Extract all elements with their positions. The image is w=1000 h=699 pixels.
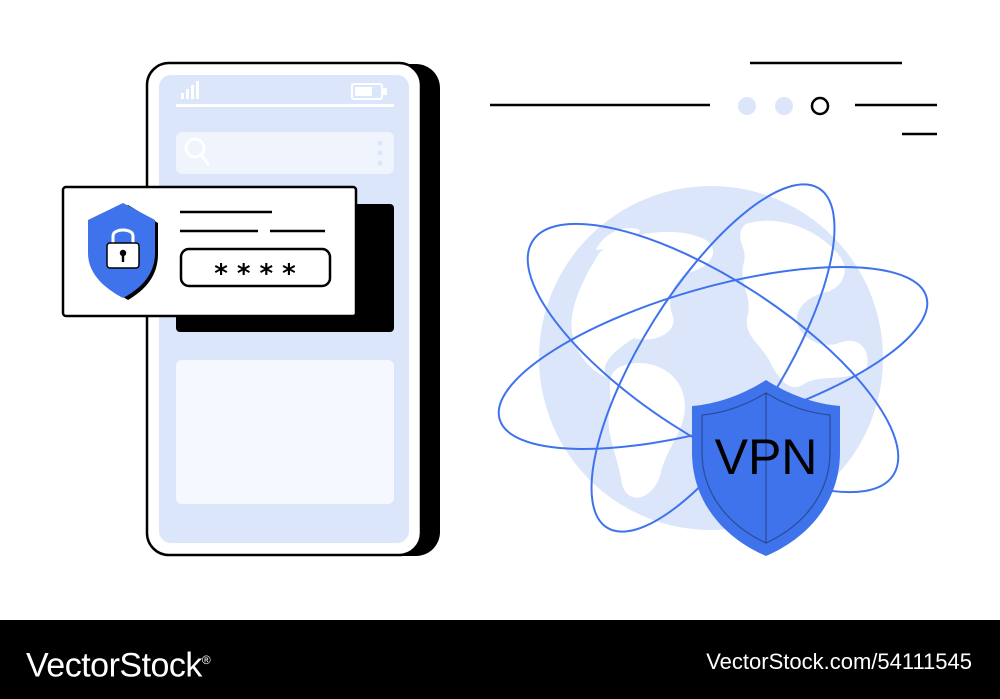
lock-icon <box>106 228 140 269</box>
search-icon <box>184 137 210 166</box>
more-vert-icon[interactable] <box>377 140 383 166</box>
stock-image-id: VectorStock.com/54111545 <box>706 649 972 674</box>
password-field[interactable] <box>179 247 332 288</box>
password-mask: * * * * <box>214 259 296 289</box>
content-card-light <box>176 360 394 504</box>
decorative-lines <box>490 61 937 136</box>
signal-icon <box>181 81 199 99</box>
status-divider <box>176 104 394 107</box>
battery-icon <box>351 83 387 100</box>
registered-mark: ® <box>201 653 211 667</box>
vpn-shield-icon: VPN <box>692 380 840 556</box>
search-bar[interactable] <box>176 132 394 174</box>
vpn-label: VPN <box>715 429 818 485</box>
login-card: * * * * <box>61 185 358 318</box>
watermark-footer: VectorStock® VectorStock.com/54111545 <box>0 620 1000 699</box>
brand-name: VectorStock <box>26 646 202 685</box>
vectorstock-logo: VectorStock® <box>26 640 211 685</box>
illustration-artwork: * * * * <box>61 61 937 557</box>
